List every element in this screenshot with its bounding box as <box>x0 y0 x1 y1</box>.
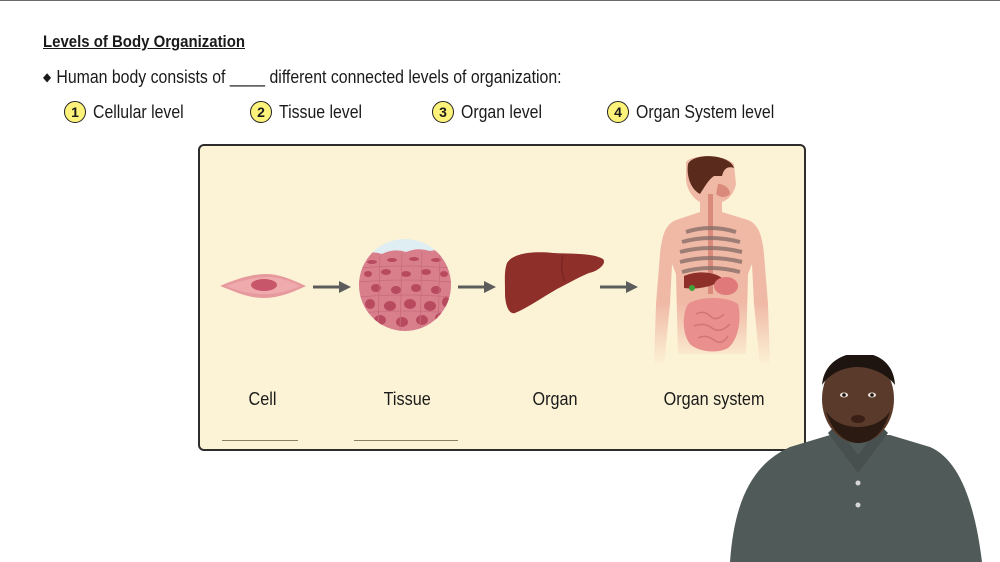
bullet-text: ◆ Human body consists of ____ different c… <box>43 67 562 88</box>
answer-blank <box>354 440 458 441</box>
number-badge: 2 <box>250 101 272 123</box>
tissue-illustration <box>359 239 451 331</box>
level-item-tissue: 2 Tissue level <box>250 101 373 123</box>
bullet-text-content: Human body consists of ____ different co… <box>56 67 562 87</box>
stage-label-cell: Cell <box>248 389 277 409</box>
arrow-right-icon <box>600 281 638 293</box>
slide-title: Levels of Body Organization <box>43 32 246 51</box>
level-label: Organ System level <box>636 101 775 122</box>
cell-illustration <box>220 274 306 298</box>
digestive-system-illustration <box>654 156 770 366</box>
number-badge: 1 <box>64 101 86 123</box>
presenter-video <box>730 355 982 562</box>
number-badge: 3 <box>432 101 454 123</box>
organization-diagram: Cell Tissue Organ Organ system <box>198 144 806 451</box>
arrow-right-icon <box>458 281 496 293</box>
stage-label-organ: Organ <box>532 389 578 409</box>
level-item-organ-system: 4 Organ System level <box>607 101 793 123</box>
liver-illustration <box>504 252 605 314</box>
stage-label-organ-system: Organ system <box>663 389 765 409</box>
answer-blank <box>222 440 298 441</box>
level-label: Organ level <box>461 101 543 122</box>
diamond-bullet-icon: ◆ <box>43 70 52 84</box>
top-border <box>0 0 1000 1</box>
levels-list: 1 Cellular level 2 Tissue level 3 Organ … <box>0 101 1000 125</box>
level-label: Cellular level <box>93 101 184 122</box>
level-item-organ: 3 Organ level <box>432 101 553 123</box>
stage-label-tissue: Tissue <box>383 389 431 409</box>
level-item-cellular: 1 Cellular level <box>64 101 196 123</box>
level-label: Tissue level <box>279 101 363 122</box>
number-badge: 4 <box>607 101 629 123</box>
arrow-right-icon <box>313 281 351 293</box>
